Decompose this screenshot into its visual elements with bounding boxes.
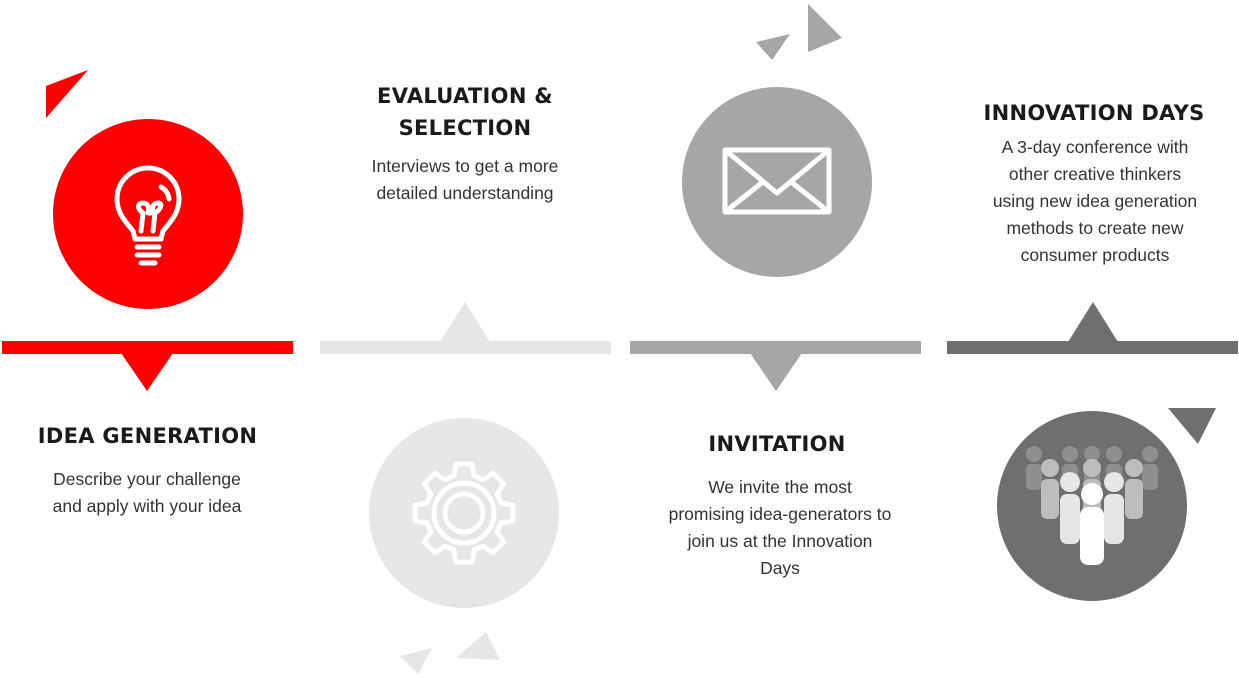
people-group-icon: [1026, 446, 1158, 565]
step-title-invitation: INVITATION: [708, 432, 846, 456]
lightbulb-icon: [114, 165, 182, 266]
evaluation-selection-circle: [369, 418, 559, 608]
timeline-bar-idea-generation: [2, 341, 293, 354]
down-pointer-icon: [121, 353, 173, 391]
timeline-bar-evaluation-selection: [320, 341, 611, 354]
idea-generation-circle: [53, 119, 243, 309]
step-title-innovation-days: INNOVATION DAYS: [983, 101, 1205, 125]
down-pointer-icon: [750, 353, 802, 391]
gear-icon: [412, 461, 516, 565]
step-title-evaluation-selection: EVALUATION & SELECTION: [377, 84, 553, 140]
step-description-evaluation-selection: Interviews to get a more detailed unders…: [371, 156, 559, 203]
up-pointer-icon: [1068, 302, 1118, 342]
timeline-bar-invitation: [630, 341, 921, 354]
invitation-circle: [682, 87, 872, 277]
up-pointer-icon: [440, 302, 490, 342]
step-description-invitation: We invite the most promising idea-genera…: [668, 477, 892, 578]
envelope-icon: [722, 147, 832, 215]
step-title-idea-generation: IDEA GENERATION: [37, 424, 258, 448]
timeline-bar-innovation-days: [947, 341, 1238, 354]
innovation-days-circle: [997, 411, 1187, 601]
step-description-idea-generation: Describe your challenge and apply with y…: [52, 469, 242, 516]
step-description-innovation-days: A 3-day conference with other creative t…: [992, 137, 1198, 265]
